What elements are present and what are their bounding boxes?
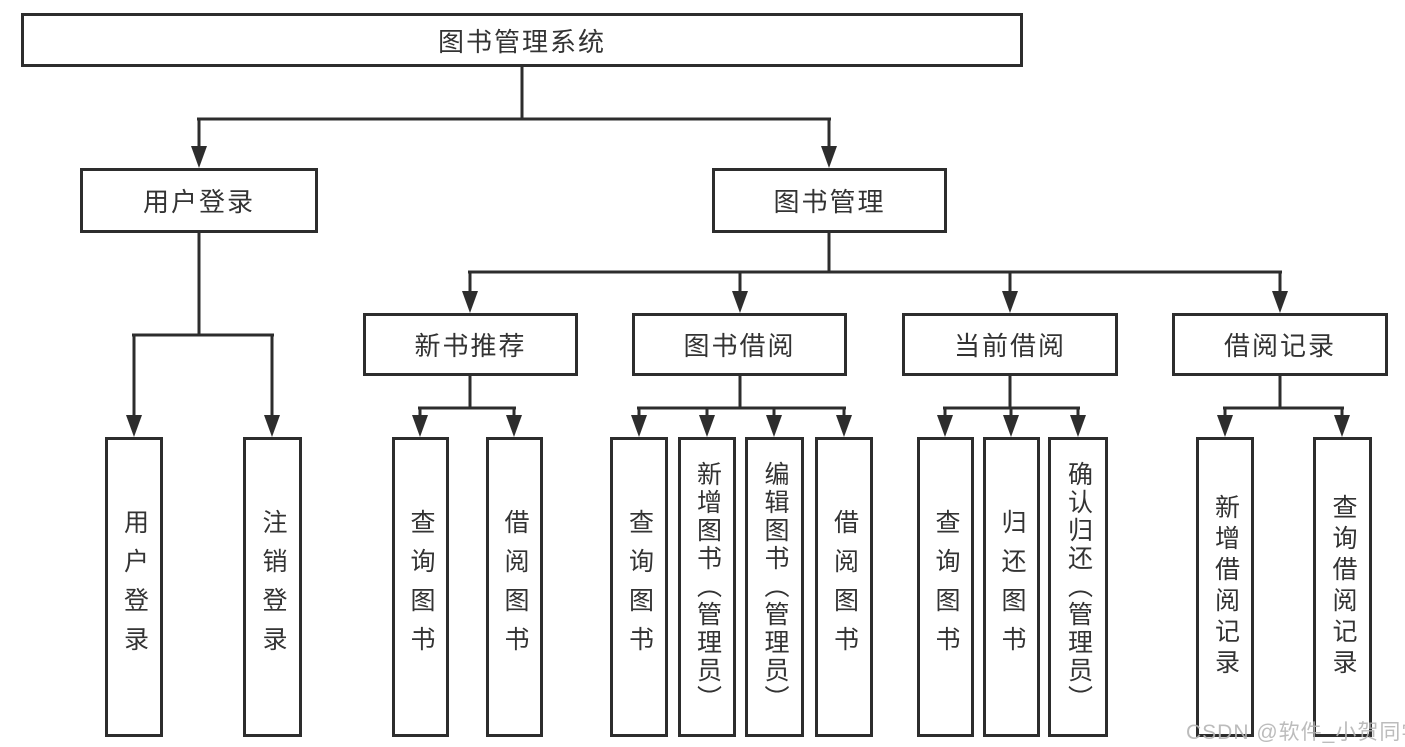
leaf-cb-query-books: 查询图书: [917, 437, 974, 737]
node-borrowing-records: 借阅记录: [1172, 313, 1388, 376]
node-label: 新增图书（管理员）: [693, 461, 722, 713]
node-label: 用户登录: [120, 509, 149, 665]
node-label: 查询借阅记录: [1329, 494, 1357, 680]
leaf-cb-confirm-return-admin: 确认归还（管理员）: [1048, 437, 1108, 737]
csdn-watermark: CSDN @软件_小贺同学: [1186, 721, 1405, 744]
leaf-cb-return-books: 归还图书: [983, 437, 1040, 737]
node-label: 图书管理: [773, 187, 886, 217]
leaf-br-add-borrow-record: 新增借阅记录: [1196, 437, 1254, 737]
node-label: 当前借阅: [953, 331, 1066, 361]
node-new-book-recommendation: 新书推荐: [363, 313, 578, 376]
node-user-login: 用户登录: [80, 168, 318, 233]
leaf-nbr-query-books: 查询图书: [392, 437, 449, 737]
leaf-br-query-borrow-record: 查询借阅记录: [1313, 437, 1372, 737]
node-label: 新书推荐: [414, 331, 527, 361]
node-label: 注销登录: [259, 509, 287, 665]
node-label: 借阅图书: [501, 509, 529, 665]
node-label: 确认归还（管理员）: [1064, 461, 1093, 713]
node-label: 查询图书: [407, 509, 435, 665]
leaf-logout-login: 注销登录: [243, 437, 302, 737]
leaf-user-login: 用户登录: [105, 437, 163, 737]
leaf-nbr-borrow-books: 借阅图书: [486, 437, 543, 737]
node-label: 查询图书: [932, 509, 960, 665]
node-label: 查询图书: [625, 509, 654, 665]
node-label: 图书借阅: [683, 331, 796, 361]
node-label: 借阅图书: [830, 509, 859, 665]
node-book-borrowing: 图书借阅: [632, 313, 847, 376]
node-label: 新增借阅记录: [1211, 494, 1240, 680]
leaf-bb-query-books: 查询图书: [610, 437, 668, 737]
leaf-bb-edit-books-admin: 编辑图书（管理员）: [745, 437, 804, 737]
node-system-root: 图书管理系统: [21, 13, 1023, 67]
node-label: 编辑图书（管理员）: [761, 461, 789, 713]
node-label: 用户登录: [142, 187, 255, 217]
node-label: 借阅记录: [1223, 331, 1336, 361]
leaf-bb-borrow-books: 借阅图书: [815, 437, 873, 737]
node-label: 归还图书: [998, 509, 1026, 665]
node-current-borrowing: 当前借阅: [902, 313, 1118, 376]
leaf-bb-add-books-admin: 新增图书（管理员）: [678, 437, 736, 737]
node-book-management: 图书管理: [712, 168, 947, 233]
node-label: 图书管理系统: [437, 26, 606, 57]
